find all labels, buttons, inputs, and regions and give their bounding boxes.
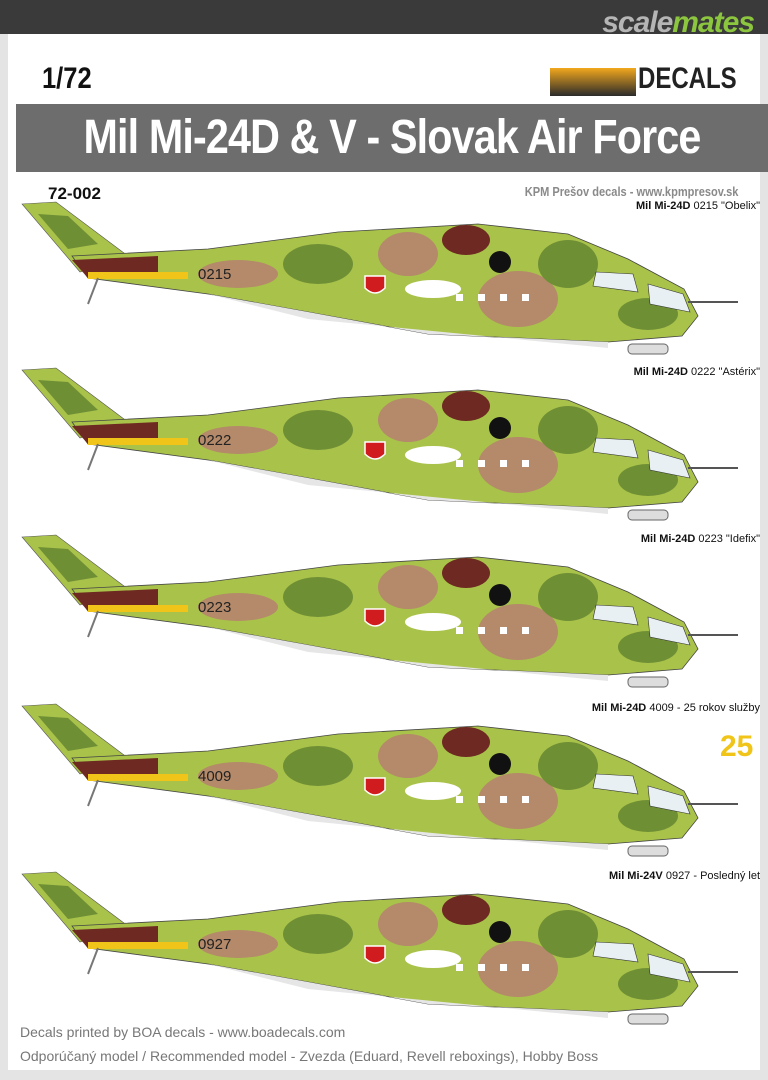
aircraft-type: Mil Mi-24D <box>591 702 647 714</box>
aircraft-description: 0215 "Obelix" <box>693 200 760 212</box>
kpm-logo <box>550 68 636 96</box>
serial-number: 0927 <box>198 936 232 953</box>
helicopter-illustration <box>21 201 738 355</box>
helicopter-profile: Mil Mi-24D 0222 "Astérix" 0222 <box>8 360 768 530</box>
helicopter-illustration <box>21 871 738 1025</box>
profile-label: Mil Mi-24D 0223 "Idefix" <box>641 533 760 545</box>
serial-number: 0215 <box>198 266 232 283</box>
helicopter-profile: Mil Mi-24D 0215 "Obelix" 0215 <box>8 194 768 364</box>
profile-label: Mil Mi-24D 0215 "Obelix" <box>636 200 760 212</box>
brand-logo-text: DECALS <box>638 62 737 95</box>
helicopter-profile: Mil Mi-24D 4009 - 25 rokov služby 4009 2… <box>8 696 768 866</box>
profile-label: Mil Mi-24D 4009 - 25 rokov služby <box>592 702 760 714</box>
decal-sheet: 1/72 DECALS Mil Mi-24D & V - Slovak Air … <box>8 34 768 1070</box>
top-bar <box>0 0 768 34</box>
title-banner: Mil Mi-24D & V - Slovak Air Force <box>16 104 768 172</box>
watermark-part1: scale <box>602 6 673 39</box>
watermark-part2: mates <box>672 6 755 39</box>
printer-note: Decals printed by BOA decals - www.boade… <box>20 1024 346 1040</box>
helicopter-illustration <box>21 534 738 688</box>
helicopter-illustration <box>21 703 738 857</box>
aircraft-description: 0223 "Idefix" <box>698 533 760 545</box>
aircraft-type: Mil Mi-24D <box>633 366 688 378</box>
aircraft-description: 0222 "Astérix" <box>691 366 760 378</box>
scale-label: 1/72 <box>42 62 92 95</box>
aircraft-description: 0927 - Posledný let <box>665 870 760 882</box>
aircraft-type: Mil Mi-24D <box>640 533 696 545</box>
publisher-text: KPM Prešov decals - www.kpmpresov.sk <box>524 184 738 199</box>
aircraft-description: 4009 - 25 rokov služby <box>649 702 760 714</box>
scalemates-watermark: scalemates <box>602 6 755 40</box>
helicopter-illustration <box>21 367 738 521</box>
aircraft-type: Mil Mi-24D <box>636 200 691 212</box>
profile-label: Mil Mi-24V 0927 - Posledný let <box>609 870 760 882</box>
serial-number: 0222 <box>198 432 232 449</box>
page-title: Mil Mi-24D & V - Slovak Air Force <box>83 111 702 164</box>
recommended-model-note: Odporúčaný model / Recommended model - Z… <box>20 1048 599 1064</box>
serial-number: 0223 <box>198 599 232 616</box>
profile-label: Mil Mi-24D 0222 "Astérix" <box>634 366 760 378</box>
helicopter-profile: Mil Mi-24V 0927 - Posledný let 0927 <box>8 864 768 1034</box>
aircraft-type: Mil Mi-24V <box>608 870 663 882</box>
product-code: 72-002 <box>48 184 101 203</box>
serial-number: 4009 <box>198 768 232 785</box>
anniversary-emblem: 25 <box>720 730 754 763</box>
helicopter-profile: Mil Mi-24D 0223 "Idefix" 0223 <box>8 527 768 697</box>
